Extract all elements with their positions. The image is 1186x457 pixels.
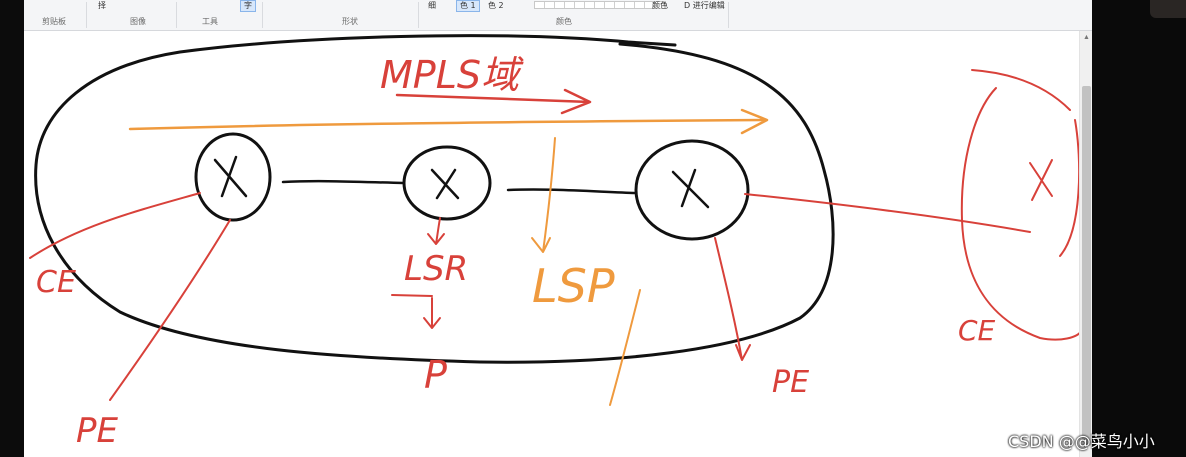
paint-ribbon-toolbar: 剪贴板 择 图像 工具 字 形状 细 色 1 色 2 颜色 颜色 D 进行编辑: [24, 0, 1092, 31]
edit-with-paint3d-button[interactable]: D 进行编辑: [684, 1, 725, 10]
router-x-mark: [671, 168, 710, 209]
ce-left-label: CE: [36, 265, 76, 300]
edit-colors-button[interactable]: 颜色: [652, 1, 668, 10]
pe-left-pointer: [109, 219, 231, 401]
router-x-mark: [430, 168, 460, 200]
ribbon-group-image: 图像: [130, 17, 146, 26]
ce-left-link: [29, 192, 201, 259]
lsp-arrow: [128, 108, 769, 135]
drawing-canvas[interactable]: [24, 31, 1079, 457]
ribbon-group-tools: 工具: [202, 17, 218, 26]
ce-right-router-outline: [960, 69, 1083, 341]
text-tool-button[interactable]: 字: [240, 0, 256, 12]
ribbon-separator: [728, 2, 729, 28]
color1-button[interactable]: 色 1: [456, 0, 480, 12]
ribbon-separator: [176, 2, 177, 28]
webcam-overlay: [1150, 0, 1186, 18]
scrollbar-thumb[interactable]: [1082, 86, 1091, 446]
lsp-label: LSP: [532, 259, 615, 313]
mpls-domain-outline: [34, 34, 835, 364]
color-palette[interactable]: [534, 1, 666, 9]
ribbon-separator: [418, 2, 419, 28]
pe-right-router-circle: [634, 139, 750, 241]
mpls-underline-arrow: [395, 88, 592, 115]
ribbon-separator: [262, 2, 263, 28]
pe-left-router-circle: [194, 132, 272, 222]
color2-button[interactable]: 色 2: [488, 1, 504, 10]
router-x-mark: [1029, 159, 1053, 201]
left-window-edge: [0, 0, 24, 457]
link-line: [506, 188, 638, 195]
pe-left-label: PE: [76, 411, 119, 451]
p-pointer: [391, 294, 441, 329]
csdn-watermark: CSDN @@菜鸟小小: [1008, 432, 1155, 451]
ce-right-label: CE: [958, 314, 996, 347]
vertical-scrollbar[interactable]: ▲: [1079, 31, 1093, 457]
lsp-pointer-line: [531, 137, 556, 253]
ribbon-group-shapes: 形状: [342, 17, 358, 26]
link-line: [281, 179, 405, 185]
lsr-label: LSR: [404, 249, 468, 289]
lsp-stroke: [609, 289, 641, 406]
pe-right-pointer: [714, 237, 751, 361]
pe-right-label: PE: [772, 365, 809, 400]
right-window-edge: [1092, 0, 1186, 457]
lsr-pointer: [427, 217, 445, 245]
p-label: P: [424, 353, 447, 397]
select-tool-button[interactable]: 择: [98, 1, 106, 10]
mpls-domain-label: MPLS域: [380, 53, 524, 97]
outline-size-button[interactable]: 细: [428, 1, 436, 10]
ribbon-separator: [86, 2, 87, 28]
router-x-mark: [213, 155, 248, 198]
scroll-up-arrow-icon[interactable]: ▲: [1083, 34, 1090, 41]
ribbon-group-clipboard: 剪贴板: [42, 17, 66, 26]
ribbon-group-colors: 颜色: [556, 17, 572, 26]
pe-ce-link: [744, 193, 1031, 233]
